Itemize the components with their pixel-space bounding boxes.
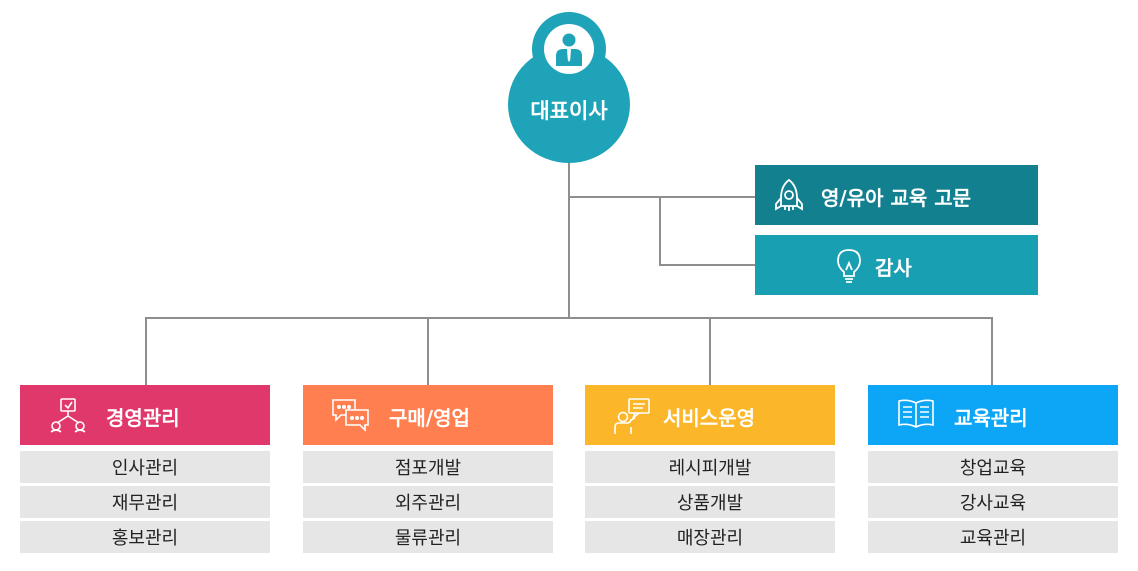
list-item: 창업교육 — [868, 451, 1118, 483]
list-item: 상품개발 — [585, 486, 835, 518]
list-item: 강사교육 — [868, 486, 1118, 518]
advisor-audit-label: 감사 — [875, 256, 912, 280]
chat-icon — [331, 397, 371, 438]
presenter-icon — [613, 397, 653, 440]
list-item: 물류관리 — [303, 521, 553, 553]
advisor-audit: 감사 — [755, 235, 1038, 295]
advisor-education-consultant: 영/유아 교육 고문 — [755, 165, 1038, 225]
list-item: 점포개발 — [303, 451, 553, 483]
department-management-label: 경영관리 — [106, 406, 180, 430]
connector-departments-horizontal — [145, 317, 993, 319]
connector-advisor-2 — [659, 264, 755, 266]
book-icon — [896, 397, 936, 436]
network-icon — [48, 397, 88, 438]
department-management: 경영관리 — [20, 385, 270, 445]
list-item: 인사관리 — [20, 451, 270, 483]
lightbulb-icon — [835, 248, 863, 289]
list-item: 교육관리 — [868, 521, 1118, 553]
connector-ceo-vertical — [568, 160, 570, 318]
connector-advisor-1 — [568, 196, 755, 198]
list-item: 재무관리 — [20, 486, 270, 518]
connector-dept-2 — [427, 317, 429, 385]
ceo-icon-badge — [532, 12, 606, 86]
connector-dept-4 — [991, 317, 993, 385]
ceo-label: 대표이사 — [530, 98, 608, 123]
connector-dept-3 — [709, 317, 711, 385]
department-service-operations: 서비스운영 — [585, 385, 835, 445]
list-item: 홍보관리 — [20, 521, 270, 553]
connector-advisor-2-vertical — [659, 196, 661, 266]
department-education: 교육관리 — [868, 385, 1118, 445]
connector-dept-1 — [145, 317, 147, 385]
list-item: 외주관리 — [303, 486, 553, 518]
person-icon — [556, 33, 582, 66]
advisor-education-consultant-label: 영/유아 교육 고문 — [821, 186, 972, 210]
department-purchasing-sales-label: 구매/영업 — [389, 406, 470, 430]
ceo-icon-circle — [544, 24, 594, 74]
department-service-operations-label: 서비스운영 — [663, 406, 755, 430]
list-item: 레시피개발 — [585, 451, 835, 483]
department-purchasing-sales: 구매/영업 — [303, 385, 553, 445]
department-education-label: 교육관리 — [954, 406, 1028, 430]
list-item: 매장관리 — [585, 521, 835, 553]
rocket-icon — [773, 178, 805, 217]
